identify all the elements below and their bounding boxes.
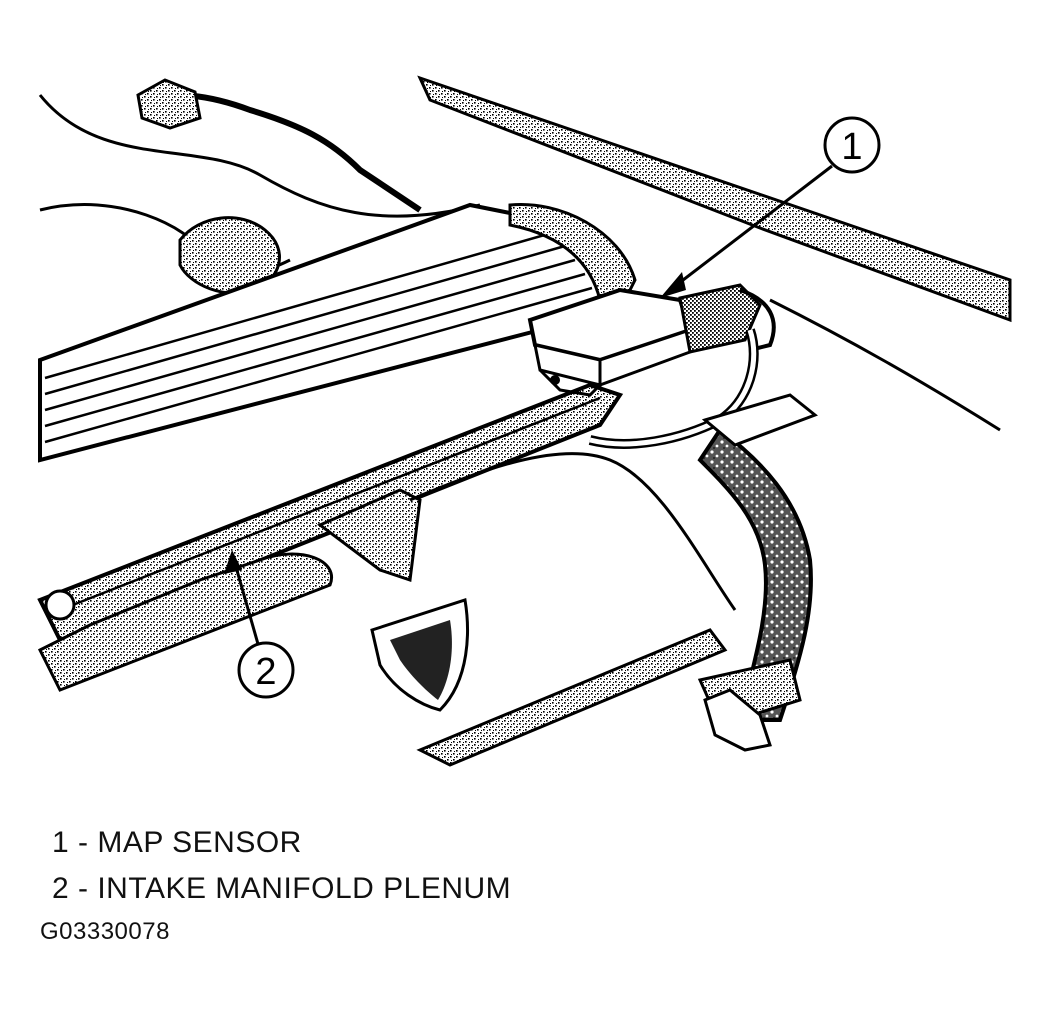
manifold-ribs [44,230,593,444]
fender-band-top [417,75,1012,323]
hose-clamp [701,393,818,447]
hose-fitting [703,688,772,752]
plenum-end-cap [44,589,76,621]
engine-illustration: 1 2 [37,75,1012,767]
plenum-runner [37,552,334,692]
plenum-runner [317,488,422,583]
callout-number: 2 [255,651,276,693]
engine-block-edge [409,452,737,611]
sensor-connector [678,283,776,354]
legend: 1 - MAP SENSOR 2 - INTAKE MANIFOLD PLENU… [52,820,511,912]
fender-band-bottom [416,628,728,767]
legend-item: 2 - INTAKE MANIFOLD PLENUM [52,872,512,905]
map-sensor [527,287,693,397]
connector-top [136,78,202,130]
callout-2: 2 [224,550,295,699]
engine-contour [38,94,481,218]
plenum-edge [59,396,601,612]
body-panel-line [769,298,1001,432]
throttle-fitting [178,216,281,295]
figure-id: G03330078 [40,918,170,945]
legend-item: 1 - MAP SENSOR [52,826,302,859]
callout-number: 1 [841,126,862,168]
intake-manifold-plenum [37,382,624,643]
callout-1: 1 [660,116,881,298]
brand-emblem [370,598,469,712]
